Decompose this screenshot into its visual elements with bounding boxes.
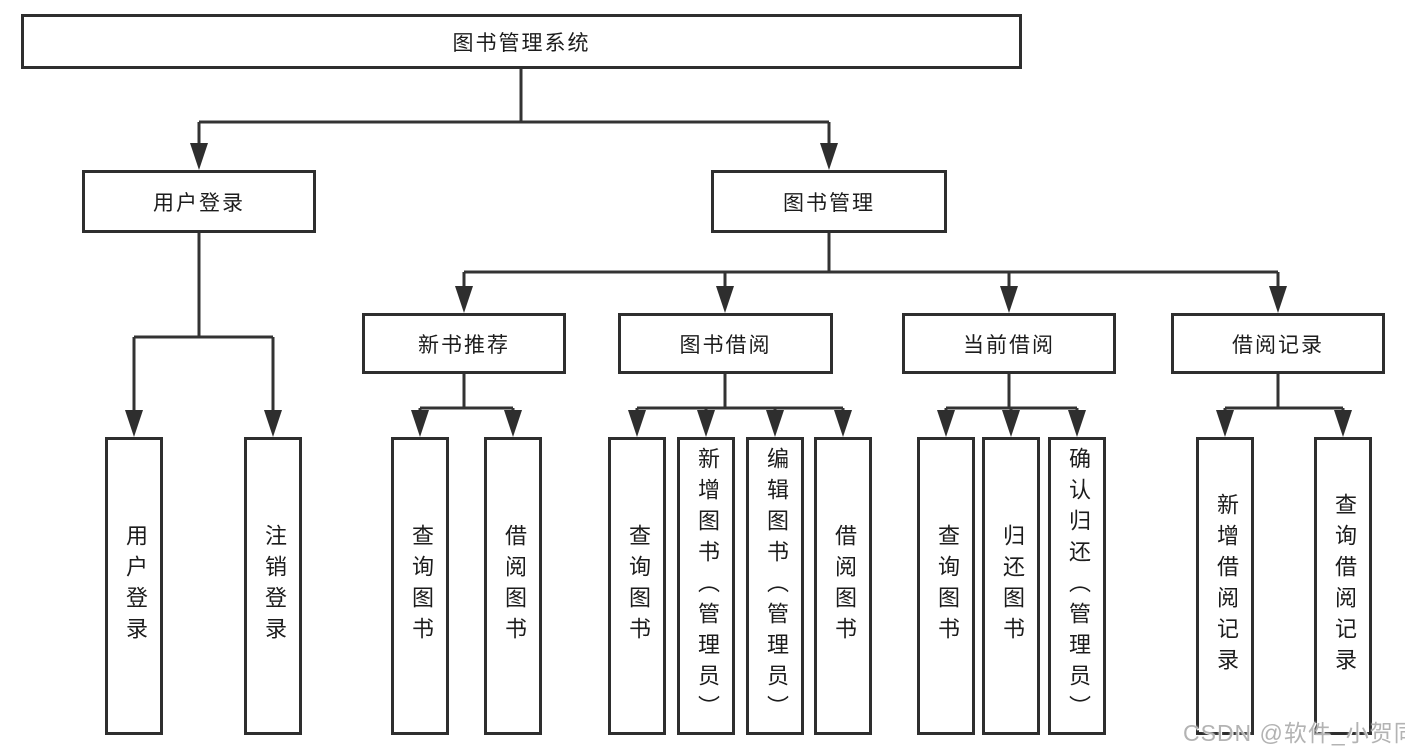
leaf-return-books: 归还图书 [982, 437, 1040, 735]
node-current-borrow: 当前借阅 [902, 313, 1116, 374]
leaf-add-borrow-record: 新增借阅记录 [1196, 437, 1254, 735]
leaf-confirm-return-admin: 确认归还（管理员） [1048, 437, 1106, 735]
node-root-library-system: 图书管理系统 [21, 14, 1022, 69]
node-book-borrow: 图书借阅 [618, 313, 833, 374]
leaf-query-books-current: 查询图书 [917, 437, 975, 735]
leaf-borrow-books: 借阅图书 [814, 437, 872, 735]
leaf-edit-books-admin: 编辑图书（管理员） [746, 437, 804, 735]
node-user-login: 用户登录 [82, 170, 316, 233]
node-borrow-records: 借阅记录 [1171, 313, 1385, 374]
leaf-borrow-books-recommend: 借阅图书 [484, 437, 542, 735]
leaf-query-borrow-record: 查询借阅记录 [1314, 437, 1372, 735]
leaf-query-books-recommend: 查询图书 [391, 437, 449, 735]
leaf-query-books-borrow: 查询图书 [608, 437, 666, 735]
csdn-watermark: CSDN @软件_小贺同学 [1183, 720, 1405, 746]
leaf-add-books-admin: 新增图书（管理员） [677, 437, 735, 735]
leaf-user-login: 用户登录 [105, 437, 163, 735]
arrowhead-icons [125, 143, 1352, 437]
leaf-logout: 注销登录 [244, 437, 302, 735]
node-book-management: 图书管理 [711, 170, 947, 233]
node-new-book-recommend: 新书推荐 [362, 313, 566, 374]
